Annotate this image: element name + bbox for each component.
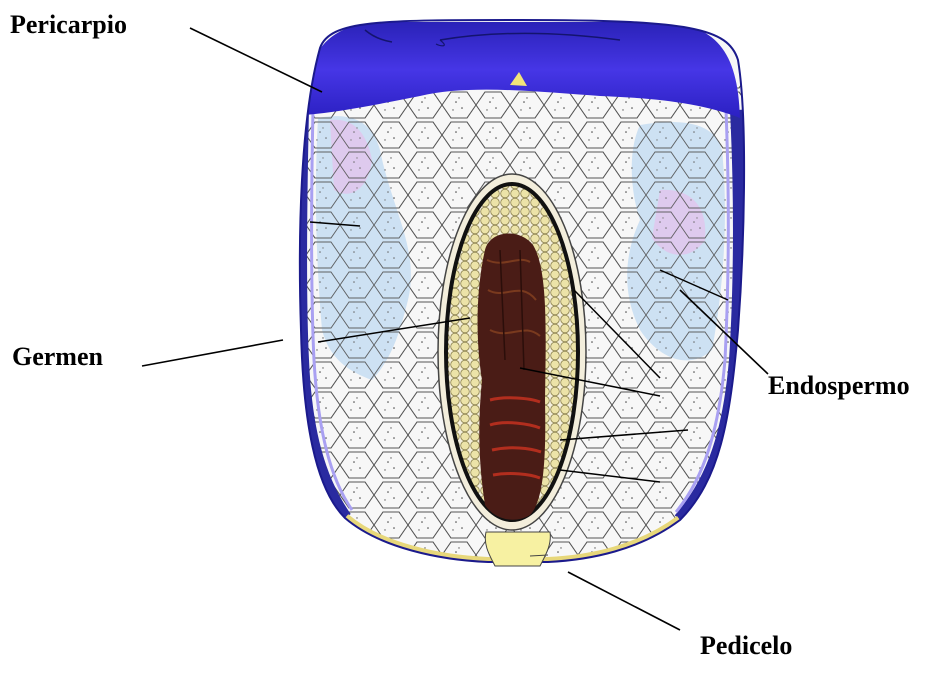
- pericarp-label: Pericarpio: [10, 12, 127, 38]
- endosperm-label: Endospermo: [768, 373, 910, 399]
- pedicel-leader-line: [568, 572, 680, 630]
- germ-label: Germen: [12, 344, 103, 370]
- pedicel-label: Pedicelo: [700, 633, 792, 659]
- pericarp-leader-line: [190, 28, 322, 92]
- germ-leader-line: [142, 340, 283, 366]
